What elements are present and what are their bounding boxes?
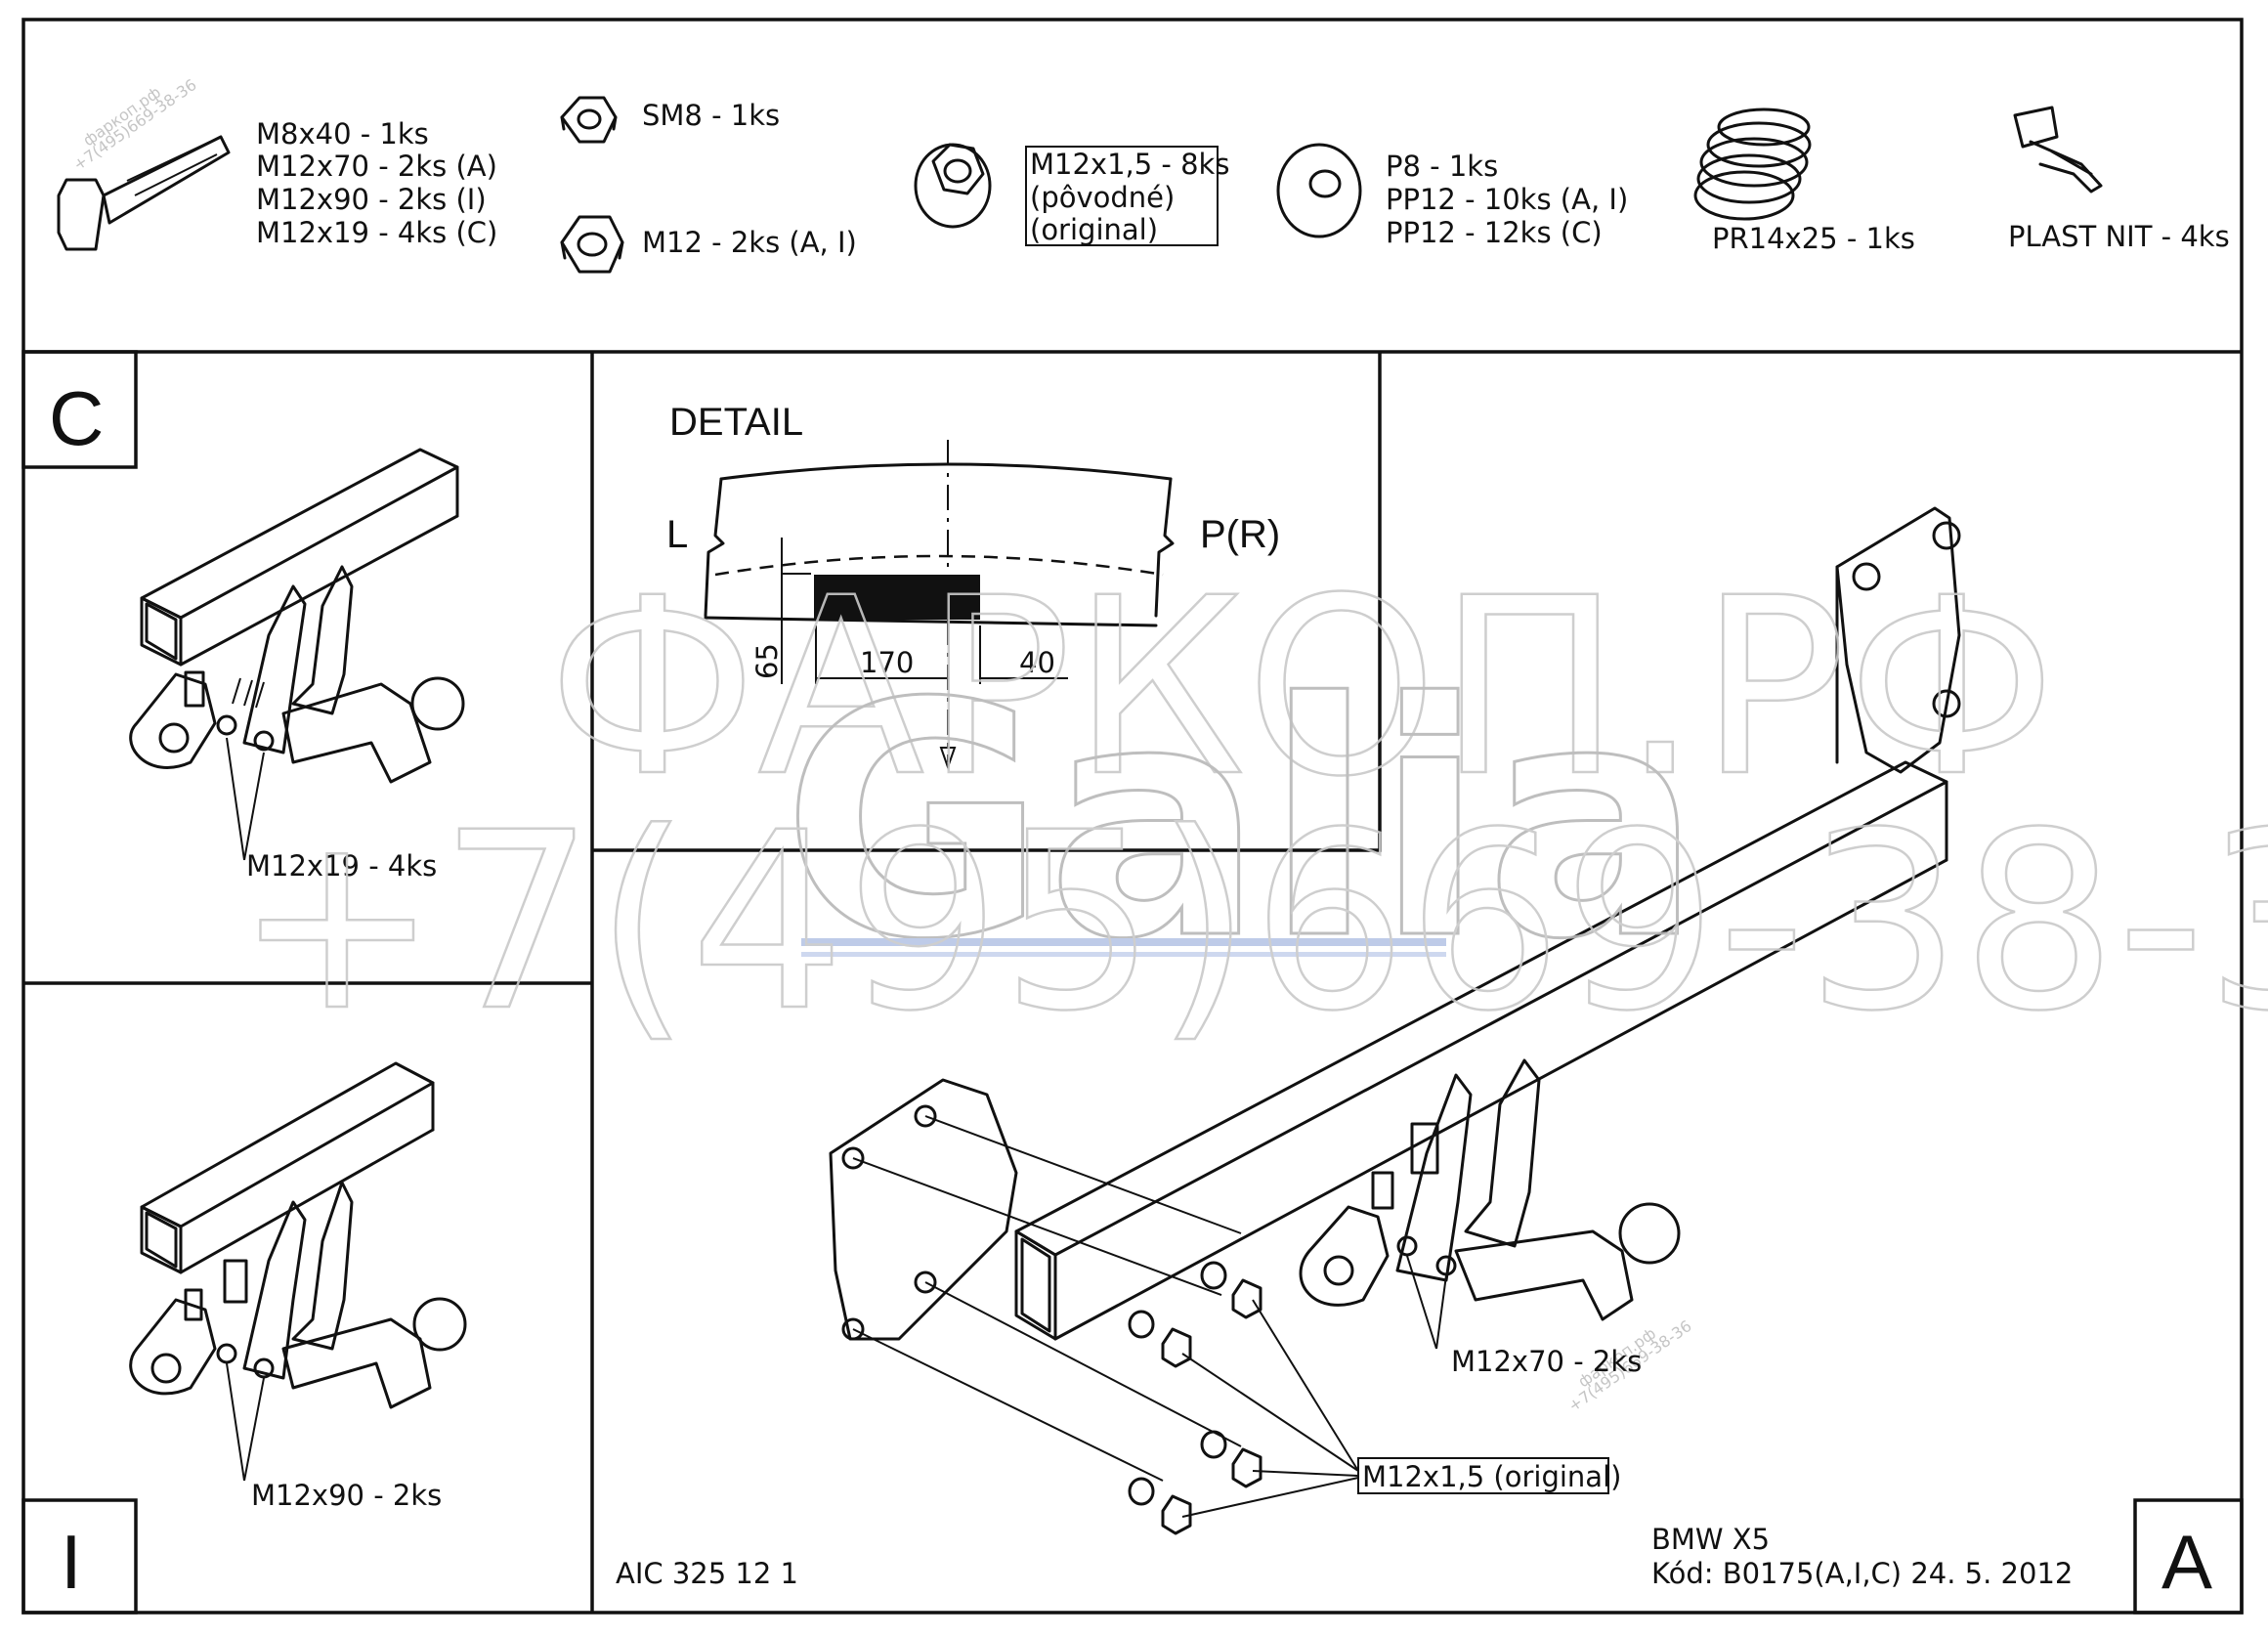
panel-a-bolt-label: M12x70 - 2ks	[1451, 1345, 1642, 1378]
tow-bar-drawing-c	[129, 448, 465, 784]
detail-bumper-top	[719, 462, 1173, 481]
washer-label-3: PP12 - 12ks (C)	[1386, 216, 1603, 249]
panel-i-letter-box	[21, 1498, 138, 1615]
panel-c-bolt-label: M12x19 - 4ks	[246, 849, 437, 883]
leader-a-bolt-2	[1435, 1274, 1447, 1350]
leader-a-nut-4	[1181, 1477, 1359, 1518]
bolt-label-1: M8x40 - 1ks	[256, 117, 429, 151]
washer-icon	[1276, 143, 1362, 238]
detail-left-side: L	[666, 513, 688, 556]
detail-panel: DETAIL L P(R) 65 170 40	[666, 401, 1280, 771]
panel-a-nut-label: M12x1,5 (original)	[1362, 1460, 1621, 1493]
detail-right-side: P(R)	[1200, 513, 1280, 556]
sheet-frame	[21, 18, 2244, 1615]
panel-a: A	[829, 506, 2244, 1615]
panel-c-letter: C	[49, 375, 104, 461]
flange-nut-icon	[1200, 1261, 1262, 1319]
product-code: Kód: B0175(A,I,C) 24. 5. 2012	[1651, 1557, 2073, 1590]
bolt-label-3: M12x90 - 2ks (I)	[256, 183, 487, 216]
nut-m12-icon	[560, 215, 624, 274]
flange-nut-label-2: (pôvodné)	[1030, 181, 1175, 214]
bolt-label-2: M12x70 - 2ks (A)	[256, 150, 497, 183]
leader-i-1	[226, 1362, 245, 1482]
plastic-rivet-label: PLAST NIT - 4ks	[2008, 220, 2230, 253]
spring-icon	[1693, 108, 1812, 221]
panel-a-letter-box	[2133, 1498, 2244, 1615]
washer-label-1: P8 - 1ks	[1386, 150, 1498, 183]
leader-c-1	[226, 737, 245, 861]
left-bracket	[829, 1078, 1018, 1341]
plastic-rivet-icon	[2013, 106, 2103, 194]
left-bracket-hole-icon	[841, 1146, 865, 1170]
bolt-icon	[57, 135, 231, 251]
leader-a-nut-2	[1181, 1353, 1359, 1472]
watermark-overlay: ФАРКОП.РФ Galia +7(495)669-38-36	[234, 544, 2268, 1066]
watermark-logo: Galia	[782, 634, 1702, 1010]
bracket-bolt-icon	[1932, 521, 1961, 550]
right-bracket	[1835, 506, 1961, 774]
detail-dim-offset: 40	[1019, 646, 1055, 679]
bracket-bolt-icon	[1852, 562, 1881, 591]
watermark-brand: ФАРКОП.РФ	[547, 545, 2057, 830]
vehicle-model: BMW X5	[1651, 1523, 1770, 1556]
panel-a-letter: A	[2161, 1519, 2212, 1605]
panel-i: I M12x90 - 2ks	[21, 1061, 467, 1615]
flange-nut-icon	[914, 143, 992, 229]
detail-panel-border	[592, 352, 1382, 852]
flange-nut-label-1: M12x1,5 - 8ks	[1030, 148, 1229, 181]
detail-dim-height: 65	[750, 643, 784, 679]
detail-bumper-bottom	[704, 616, 1158, 627]
nut-sm8-label: SM8 - 1ks	[642, 99, 780, 132]
washer-label-2: PP12 - 10ks (A, I)	[1386, 183, 1628, 216]
panel-c-letter-box	[21, 350, 138, 469]
left-bracket-hole-icon	[914, 1104, 937, 1128]
panel-i-letter: I	[61, 1519, 82, 1605]
detail-title: DETAIL	[669, 401, 803, 444]
watermark-phone: +7(495)669-38-36	[235, 780, 2268, 1064]
panel-c: C M12x19 - 4ks	[21, 350, 465, 883]
spring-label: PR14x25 - 1ks	[1712, 222, 1915, 255]
ball-arm	[1454, 1229, 1634, 1321]
hardware-row: M8x40 - 1ks M12x70 - 2ks (A) M12x90 - 2k…	[57, 96, 2230, 274]
leader-a-nut-3	[1252, 1470, 1359, 1477]
nut-sm8-icon	[560, 96, 618, 144]
flange-nut-icon	[1128, 1310, 1192, 1368]
bracket-bolt-icon	[1932, 689, 1961, 718]
leader-c-2	[243, 752, 265, 861]
leader-i-2	[243, 1377, 265, 1482]
flange-nut-label-box	[1025, 146, 1219, 246]
leader-a-nut-1	[1252, 1299, 1359, 1472]
leader-a-bolt-1	[1406, 1255, 1437, 1350]
panel-a-nut-label-box	[1357, 1457, 1609, 1494]
tow-ball-icon	[1618, 1202, 1681, 1265]
detail-bumper-left	[704, 477, 725, 618]
flange-nut-icon	[1200, 1430, 1262, 1488]
watermark-logo-underline	[801, 952, 1446, 957]
detail-cutout	[814, 575, 980, 620]
detail-bumper-right	[1154, 477, 1175, 618]
flange-nut-label-3: (original)	[1030, 213, 1158, 246]
nut-m12-label: M12 - 2ks (A, I)	[642, 226, 857, 259]
flange-nut-icon	[1128, 1477, 1192, 1535]
watermark-logo-underline	[801, 938, 1446, 946]
left-bracket-hole-icon	[841, 1317, 865, 1341]
detail-center-arrow	[939, 747, 957, 771]
bolt-label-4: M12x19 - 4ks (C)	[256, 216, 497, 249]
left-bracket-hole-icon	[914, 1271, 937, 1294]
drawing-number: AIC 325 12 1	[616, 1557, 798, 1590]
tow-bar-drawing-i	[129, 1061, 467, 1409]
detail-hidden-edge	[714, 554, 1164, 577]
watermark-tile-phone: +7(495)669-38-36	[69, 75, 199, 174]
panel-i-bolt-label: M12x90 - 2ks	[251, 1479, 442, 1512]
detail-dim-center: 170	[860, 646, 914, 679]
